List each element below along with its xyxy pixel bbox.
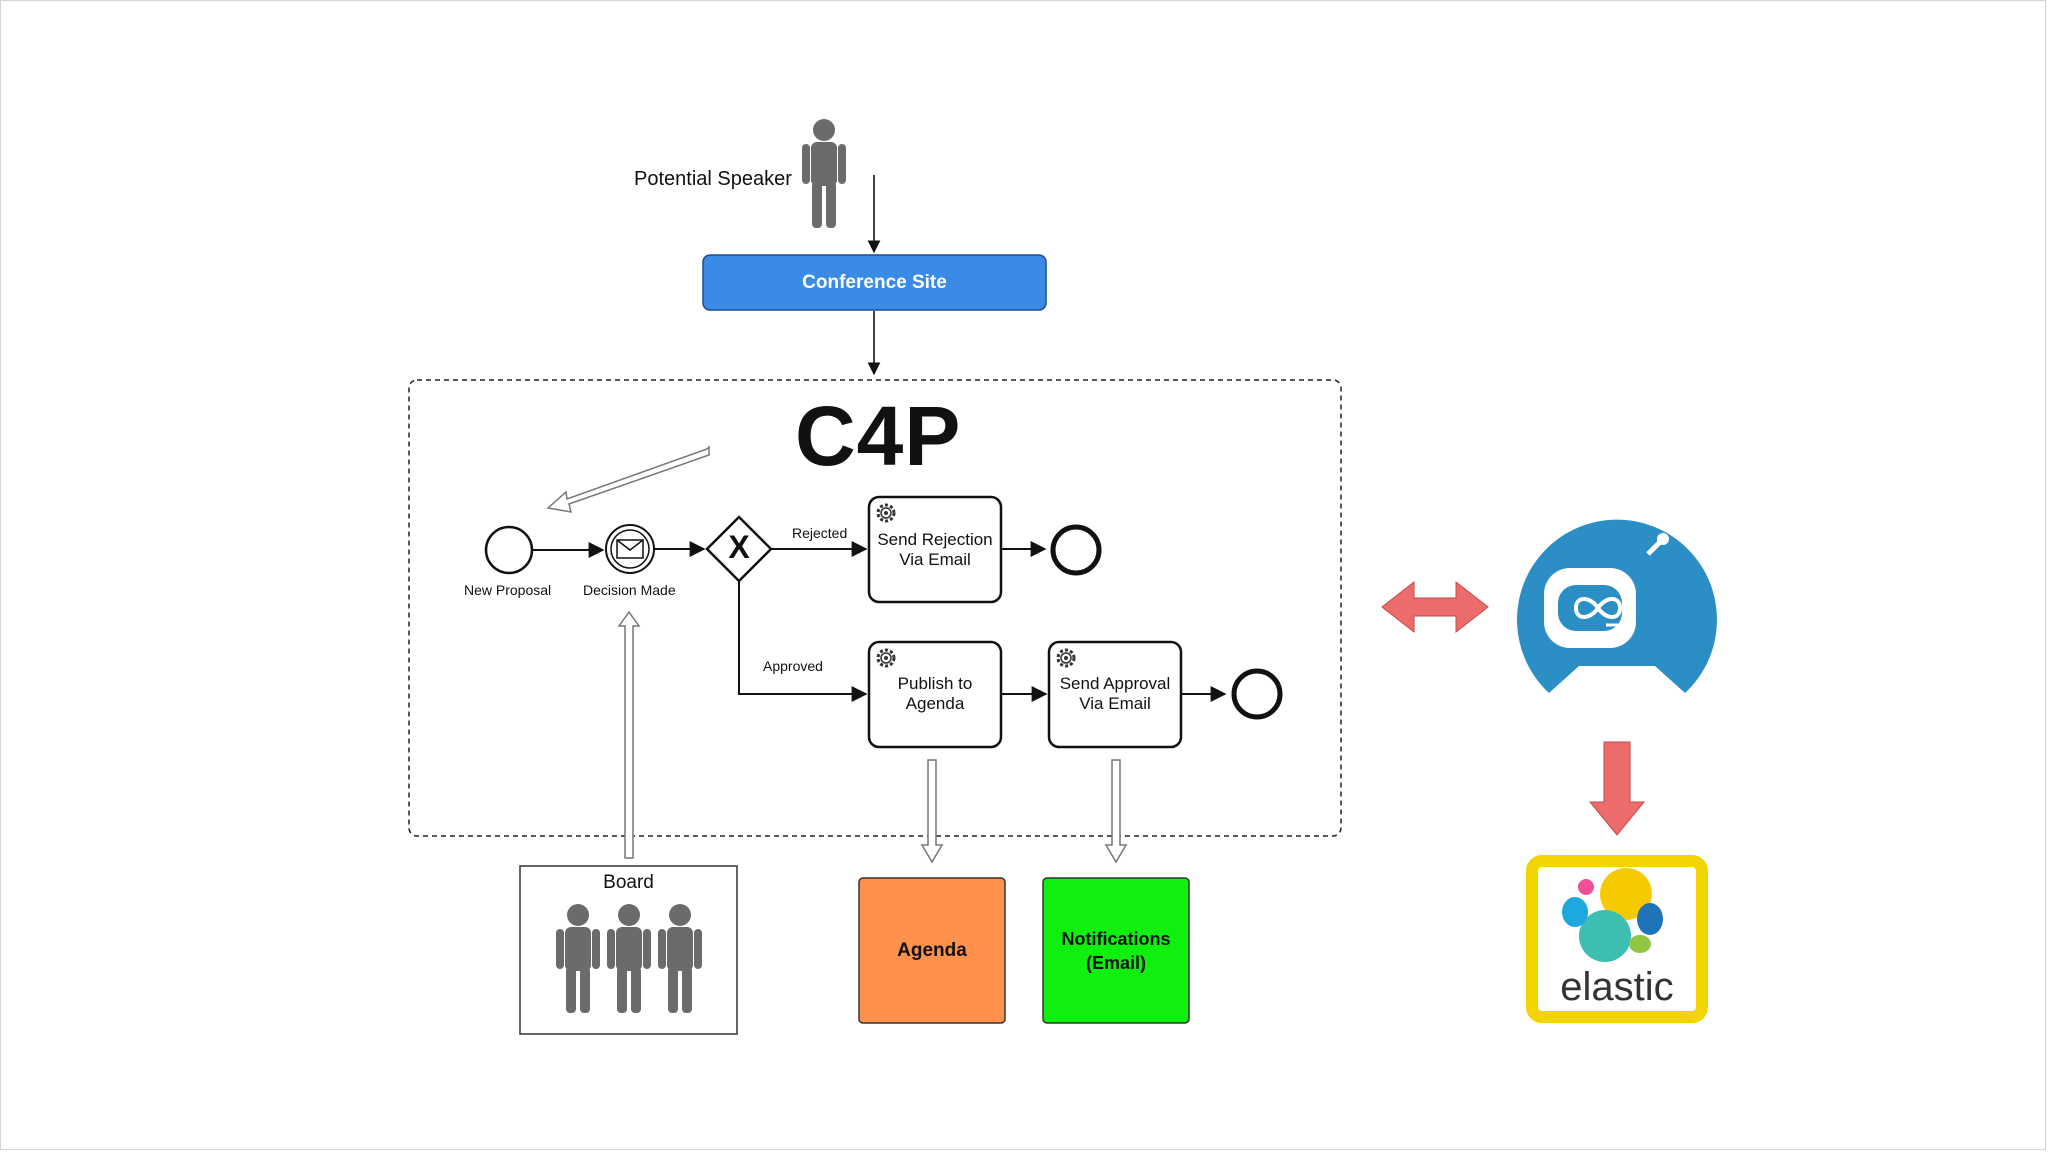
pointer-arrow-icon xyxy=(546,445,710,513)
conference-site-box xyxy=(702,254,1047,311)
publish-to-agenda-label: Publish to Agenda xyxy=(897,674,973,713)
c4p-process-container xyxy=(408,379,1342,837)
end-event-rejected xyxy=(1050,524,1102,576)
approved-flow xyxy=(738,581,868,702)
approved-flow-label: Approved xyxy=(763,658,823,674)
notifications-box xyxy=(1042,877,1190,1024)
conference-site-label: Conference Site xyxy=(802,271,947,293)
speaker-person-icon xyxy=(802,119,846,228)
robot-helmet-icon xyxy=(1516,519,1717,693)
speaker-label: Potential Speaker xyxy=(634,168,792,190)
gateway-symbol: X xyxy=(728,529,750,565)
elastic-logo xyxy=(1526,855,1708,1023)
board-label: Board xyxy=(603,872,654,893)
board-to-decision-arrow xyxy=(617,610,641,859)
agenda-label: Agenda xyxy=(897,939,967,961)
bidirectional-arrow xyxy=(1381,580,1489,634)
robot-to-elastic-arrow xyxy=(1588,741,1646,836)
approval-to-notifications-arrow xyxy=(1104,759,1128,864)
message-event-label: Decision Made xyxy=(583,582,676,598)
start-event xyxy=(484,525,534,575)
message-event-icon xyxy=(605,524,655,574)
notifications-label: Notifications (Email) xyxy=(1061,928,1171,973)
start-event-label: New Proposal xyxy=(464,582,552,598)
publish-to-agenda-arrow xyxy=(920,759,944,864)
agenda-box xyxy=(858,877,1006,1024)
process-title: C4P xyxy=(795,389,962,483)
end-event-approved xyxy=(1231,668,1283,720)
rejected-flow-label: Rejected xyxy=(792,525,848,541)
elastic-wordmark: elastic xyxy=(1560,965,1674,1009)
send-approval-label: Send Approval Via Email xyxy=(1059,674,1171,713)
send-rejection-label: Send Rejection Via Email xyxy=(877,530,993,569)
